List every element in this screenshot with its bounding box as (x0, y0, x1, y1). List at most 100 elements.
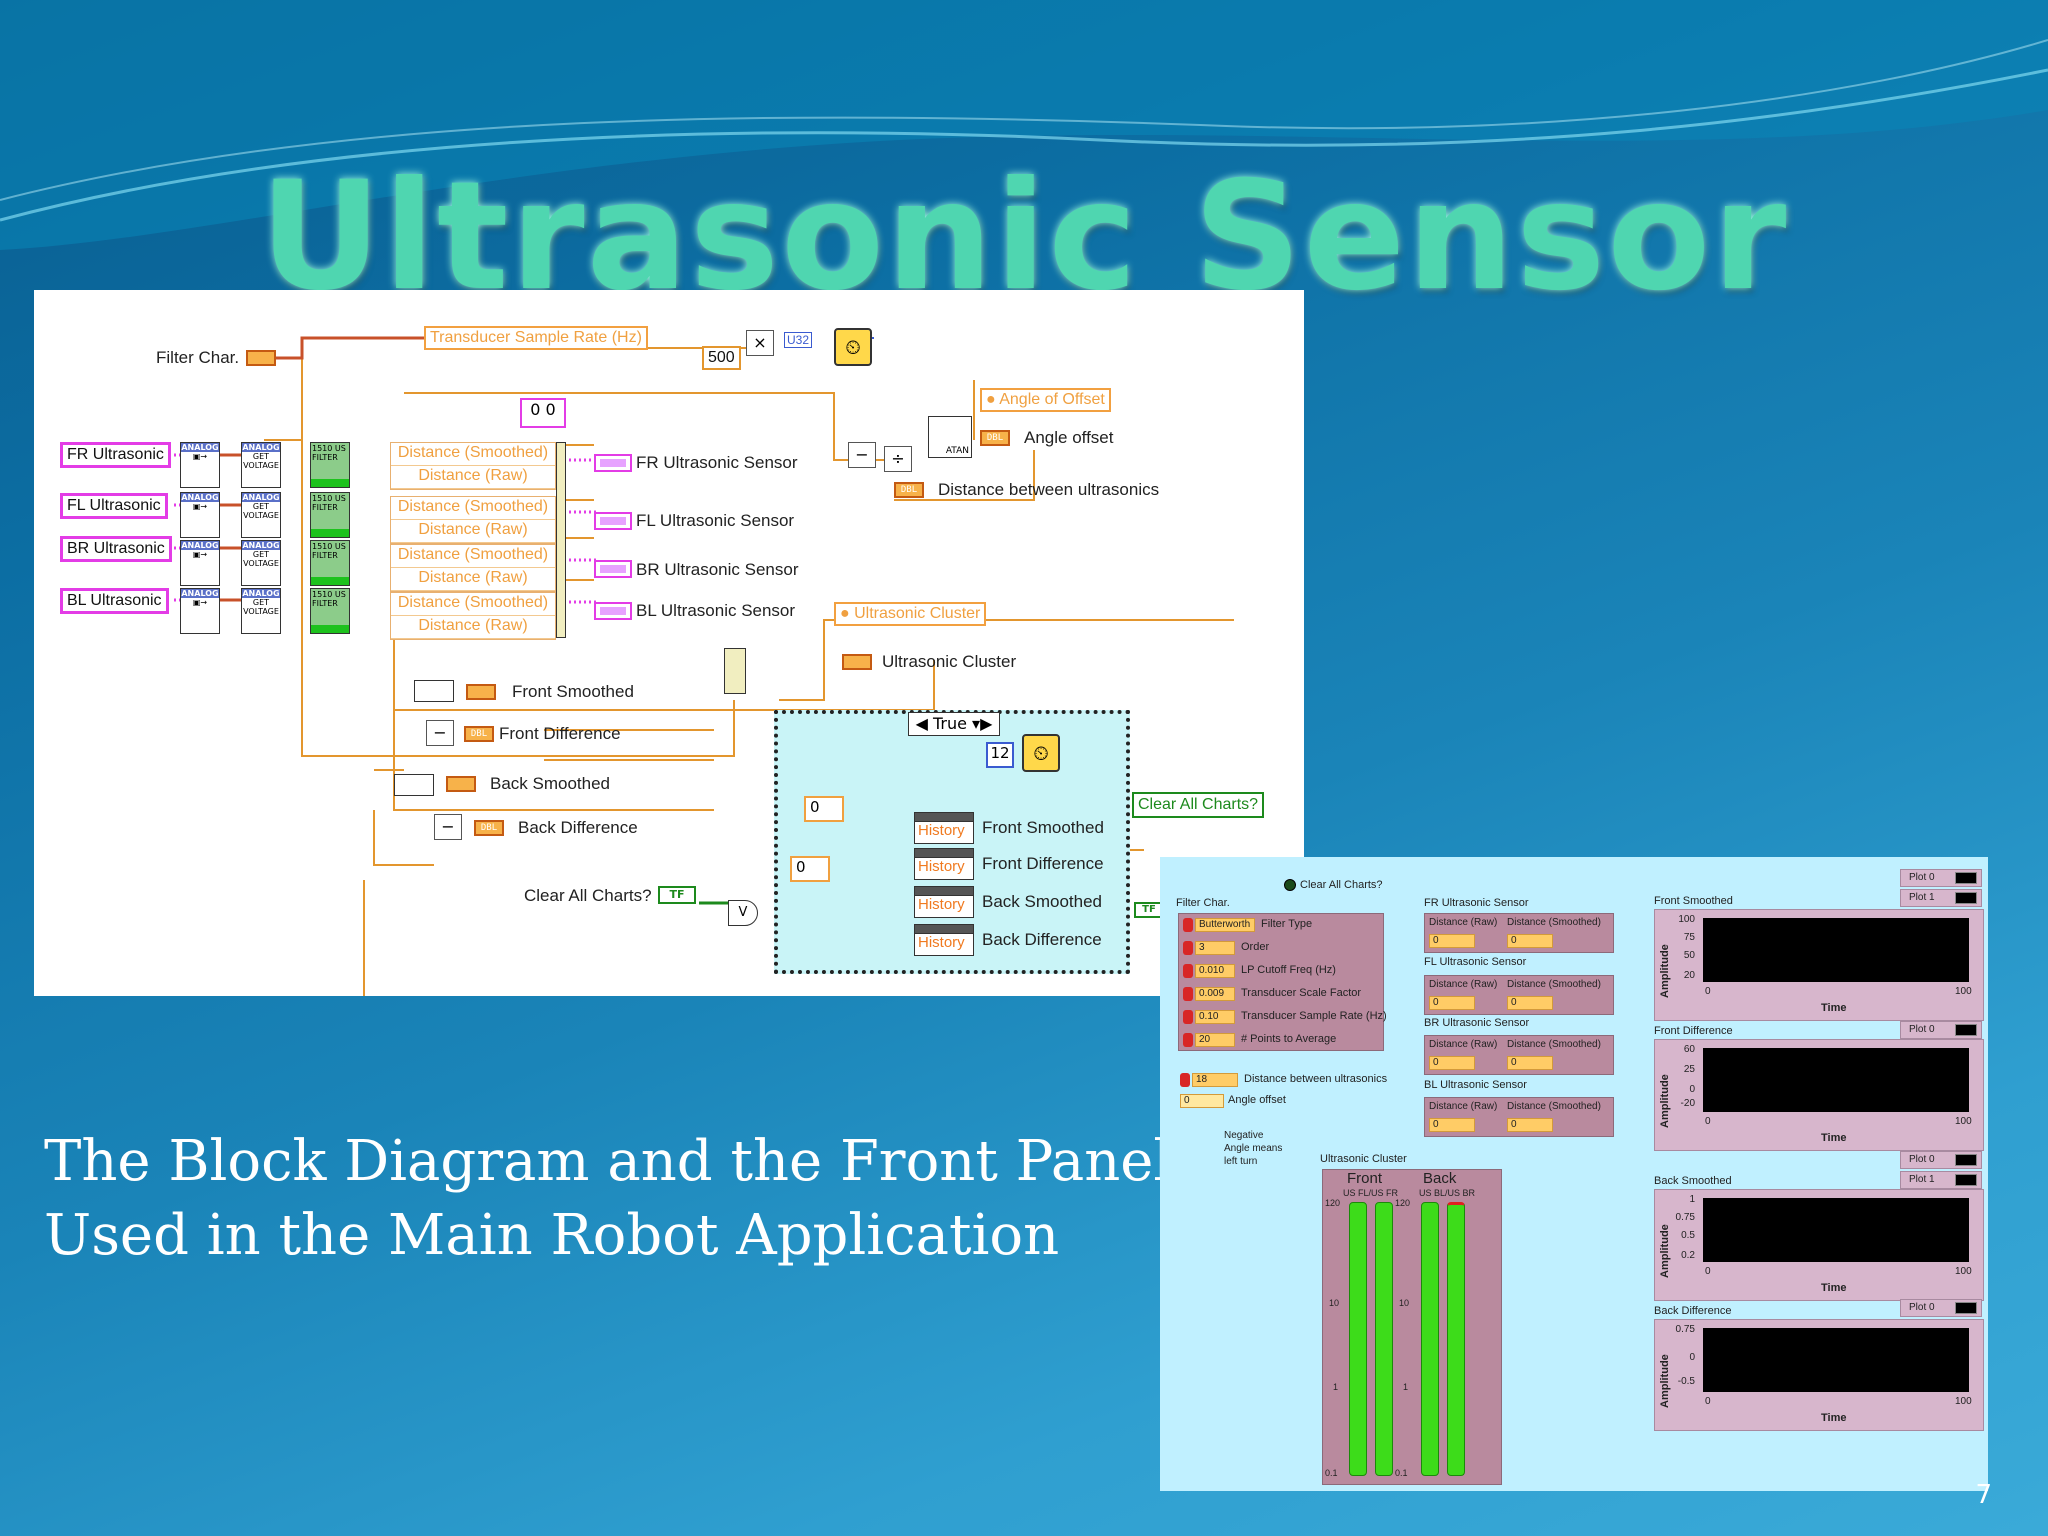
us-filter-vi[interactable]: 1510 US FILTER (310, 442, 350, 488)
clear-all-charts-property[interactable]: Clear All Charts? (1132, 792, 1265, 818)
filter-char-terminal[interactable] (246, 350, 276, 366)
history-front-difference[interactable]: History (914, 848, 974, 880)
distance-between-terminal[interactable]: DBL (894, 482, 924, 498)
us-filter-vi[interactable]: 1510 US FILTER (310, 492, 350, 538)
wait-constant[interactable]: 12 (986, 742, 1014, 768)
multiply-node[interactable]: × (746, 330, 774, 356)
subtract-node[interactable]: − (848, 442, 876, 468)
bl-ultrasonic-control[interactable]: BL Ultrasonic (60, 588, 169, 614)
back-smoothed-chart[interactable]: Amplitude 1 0.75 0.5 0.2 0 100 Time (1654, 1189, 1984, 1301)
distance-between-stepper[interactable] (1180, 1073, 1190, 1087)
bl-sensor-indicator[interactable] (594, 602, 632, 620)
constant-500[interactable]: 500 (702, 346, 741, 370)
us-filter-vi[interactable]: 1510 US FILTER (310, 540, 350, 586)
plot-area[interactable] (1703, 918, 1969, 982)
legend-plot0[interactable]: Plot 0 (1900, 1021, 1982, 1039)
subtract-front-node[interactable]: − (426, 720, 454, 746)
order-stepper[interactable] (1183, 941, 1193, 955)
atan-node[interactable]: ATAN (928, 416, 972, 458)
meter-us-fr[interactable] (1375, 1202, 1393, 1476)
ultrasonic-cluster-property[interactable]: ● Ultrasonic Cluster (834, 602, 987, 626)
bundle-node[interactable] (724, 648, 746, 694)
empty-array-constant[interactable]: 0 (804, 796, 844, 822)
back-difference-chart[interactable]: Amplitude 0.75 0 -0.5 0 100 Time (1654, 1319, 1984, 1431)
fr-sensor-indicator[interactable] (594, 454, 632, 472)
clear-all-charts-led[interactable] (1284, 879, 1296, 891)
or-node[interactable]: V (728, 900, 758, 926)
history-back-difference[interactable]: History (914, 924, 974, 956)
br-ultrasonic-control[interactable]: BR Ultrasonic (60, 536, 172, 562)
meter-us-fl[interactable] (1349, 1202, 1367, 1476)
unbundle-fr[interactable]: Distance (Smoothed)Distance (Raw) (390, 442, 556, 490)
history-back-smoothed[interactable]: History (914, 886, 974, 918)
analog-open-vi[interactable]: ANALOG▣→ (180, 442, 220, 488)
wait-timer-icon[interactable]: ⏲ (834, 328, 872, 366)
sample-rate-property[interactable]: Transducer Sample Rate (Hz) (424, 326, 648, 350)
br-sensor-indicator[interactable] (594, 560, 632, 578)
filter-type-label: Filter Type (1261, 918, 1313, 930)
scale-field[interactable]: 0.009 (1195, 987, 1235, 1001)
divide-node[interactable]: ÷ (884, 446, 912, 472)
angle-of-offset-property[interactable]: ● Angle of Offset (980, 388, 1111, 412)
us-filter-vi[interactable]: 1510 US FILTER (310, 588, 350, 634)
plot-area[interactable] (1703, 1328, 1969, 1392)
empty-2d-array-constant[interactable]: 0 (790, 856, 830, 882)
front-smoothed-terminal[interactable] (466, 684, 496, 700)
history-front-smoothed[interactable]: History (914, 812, 974, 844)
legend-plot0[interactable]: Plot 0 (1900, 1151, 1982, 1169)
back-smoothed-terminal[interactable] (446, 776, 476, 792)
cutoff-stepper[interactable] (1183, 964, 1193, 978)
case-selector[interactable]: ◀ True ▾▶ (908, 712, 1000, 736)
smoothed-hdr: Distance (Smoothed) (1507, 1101, 1601, 1112)
slide-caption: The Block Diagram and the Front Panel Us… (44, 1129, 1172, 1268)
fl-ultrasonic-control[interactable]: FL Ultrasonic (60, 493, 168, 519)
front-difference-chart[interactable]: Amplitude 60 25 0 -20 0 100 Time (1654, 1039, 1984, 1151)
filter-type-field[interactable]: Butterworth (1195, 918, 1255, 932)
angle-offset-terminal[interactable]: DBL (980, 430, 1010, 446)
enum-ring[interactable] (1183, 918, 1193, 932)
scale-stepper[interactable] (1183, 987, 1193, 1001)
case-structure[interactable]: ◀ True ▾▶ 12 ⏲ 0 0 History Front Smoothe… (774, 710, 1130, 974)
legend-plot0[interactable]: Plot 0 (1900, 1299, 1982, 1317)
analog-open-vi[interactable]: ANALOG▣→ (180, 588, 220, 634)
cutoff-field[interactable]: 0.010 (1195, 964, 1235, 978)
unbundle-fl[interactable]: Distance (Smoothed)Distance (Raw) (390, 496, 556, 544)
unbundle-bl[interactable]: Distance (Smoothed)Distance (Raw) (390, 592, 556, 640)
legend-plot1[interactable]: Plot 1 (1900, 889, 1982, 907)
build-array-back[interactable] (394, 774, 434, 796)
fr-smoothed-value: 0 (1507, 934, 1553, 948)
rate-stepper[interactable] (1183, 1010, 1193, 1024)
back-difference-terminal[interactable]: DBL (474, 820, 504, 836)
unbundle-br[interactable]: Distance (Smoothed)Distance (Raw) (390, 544, 556, 592)
legend-plot0[interactable]: Plot 0 (1900, 869, 1982, 887)
scale-120: 120 (1325, 1198, 1341, 1208)
plot-area[interactable] (1703, 1198, 1969, 1262)
wait-ms-icon[interactable]: ⏲ (1022, 734, 1060, 772)
plot-area[interactable] (1703, 1048, 1969, 1112)
build-array-front[interactable] (414, 680, 454, 702)
subtract-back-node[interactable]: − (434, 814, 462, 840)
ytick: 50 (1683, 950, 1695, 961)
order-field[interactable]: 3 (1195, 941, 1235, 955)
points-stepper[interactable] (1183, 1033, 1193, 1047)
legend-plot1[interactable]: Plot 1 (1900, 1171, 1982, 1189)
ultrasonic-cluster-terminal[interactable] (842, 654, 872, 670)
meter-us-bl[interactable] (1421, 1202, 1439, 1476)
front-smoothed-chart[interactable]: Amplitude 100 75 50 20 0 100 Time (1654, 909, 1984, 1021)
front-difference-terminal[interactable]: DBL (464, 726, 494, 742)
fl-sensor-indicator[interactable] (594, 512, 632, 530)
analog-open-vi[interactable]: ANALOG▣→ (180, 540, 220, 586)
clear-all-charts-terminal[interactable]: TF (658, 886, 696, 904)
meter-us-br[interactable] (1447, 1202, 1465, 1476)
u32-conversion[interactable]: U32 (784, 332, 813, 348)
index-array-constant[interactable]: 0 0 (520, 398, 566, 428)
distance-between-field[interactable]: 18 (1192, 1073, 1238, 1087)
analog-open-vi[interactable]: ANALOG▣→ (180, 492, 220, 538)
points-field[interactable]: 20 (1195, 1033, 1235, 1047)
fr-ultrasonic-control[interactable]: FR Ultrasonic (60, 442, 171, 468)
rate-field[interactable]: 0.10 (1195, 1010, 1235, 1024)
